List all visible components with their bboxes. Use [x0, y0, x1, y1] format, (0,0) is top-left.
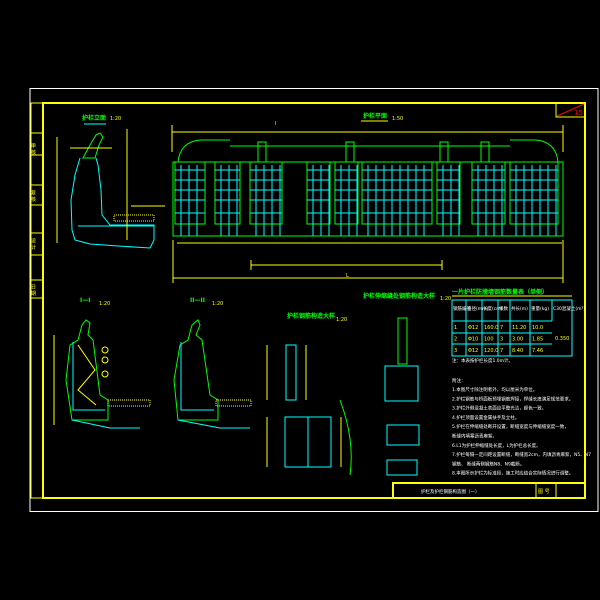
post: [257, 141, 267, 163]
table-cell: Φ10: [468, 337, 478, 343]
note-item: 6.L1为护栏伸缩缝处长度，L为护栏总长度。: [452, 442, 541, 449]
elevation-title: 护栏立面: [82, 114, 106, 122]
elevation-scale: 1:20: [110, 116, 121, 122]
table-header: 直径(mm): [467, 305, 489, 312]
plan-panel: [436, 161, 461, 225]
drawing-title: 护栏及护栏钢筋构造图（一）: [421, 488, 480, 495]
table-cell: 7: [500, 348, 503, 354]
table-cell: Φ12: [468, 348, 478, 354]
table-header: 钢筋编号: [453, 305, 471, 312]
strip-label: 复 核: [30, 189, 36, 203]
table-cell: 2: [454, 337, 457, 343]
note-item: 2.护栏钢筋与桥面板预埋钢筋焊接，焊缝长度满足规范要求。: [452, 395, 573, 402]
table-cell: 1: [454, 325, 457, 331]
post: [480, 141, 490, 163]
table-cell: 3.00: [512, 337, 523, 343]
table-cell: 120.0: [484, 348, 498, 354]
table-header: C30混凝土(m³): [553, 305, 585, 312]
post: [345, 141, 355, 163]
side-strip: 审 核 复 核 设 计 日 期: [30, 102, 44, 499]
plan-view: 护栏平面 1:50 L I: [171, 112, 564, 283]
table-header: 共长(m): [511, 305, 528, 312]
sheet-number: 15: [574, 109, 583, 117]
table-cell: 3: [500, 337, 503, 343]
plan-panel: [249, 161, 283, 225]
note-item: 8.本图所示护栏为标准段，施工时应结合实际情况进行调整。: [452, 470, 573, 477]
note-item: 钢筋、 断缝两侧钢筋N8、N9截断。: [452, 460, 524, 467]
note-item: 1.本图尺寸除注明者外，均以厘米为单位。: [452, 386, 537, 393]
strip-label: 日 期: [30, 284, 36, 297]
rebar-detail-title: 护栏钢筋构造大样: [287, 312, 335, 320]
note-item: 3.护栏外侧混凝土表面应平整光洁，颜色一致。: [452, 405, 546, 412]
table-note: 注：本表按护栏长度1.0m计。: [452, 357, 513, 364]
table-cell: 160.0: [484, 325, 498, 331]
title-block: 护栏及护栏钢筋构造图（一） 图 号: [392, 482, 586, 499]
concrete-volume: 0.350: [555, 336, 569, 342]
table-cell: 10.0: [532, 325, 543, 331]
joint-detail-scale: 1:20: [440, 296, 451, 302]
plan-panel: [306, 161, 331, 225]
table-cell: 7.46: [532, 348, 543, 354]
post: [439, 141, 449, 163]
table-cell: 3: [454, 348, 457, 354]
joint-detail-title: 护栏伸缩缝处钢筋构造大样: [363, 292, 435, 300]
section-1-title: I—I: [80, 297, 90, 304]
section-2-view: II—II 1:20: [173, 297, 252, 429]
plan-panel: [214, 161, 241, 225]
rebar-detail-view: 护栏钢筋构造大样 1:20: [266, 312, 347, 468]
table-header: 根数: [499, 305, 508, 312]
plan-title: 护栏平面: [363, 112, 387, 120]
plan-panel: [361, 161, 433, 225]
note-item: 7.护栏每隔一定间距设置断缝，断缝宽2cm，内填沥青麻絮，N5、N7: [452, 451, 591, 458]
plan-dim-total: L: [346, 273, 349, 279]
section-2-scale: 1:20: [212, 301, 223, 307]
note-item: 5.护栏在伸缩缝处断开设置，断缝宽度与伸缩缝宽度一致，: [452, 423, 569, 430]
drawing-no-label: 图 号: [538, 489, 550, 495]
elevation-view: 护栏立面 1:20: [56, 114, 165, 249]
plan-panel: [509, 161, 559, 225]
outer-border: [29, 88, 599, 512]
table-cell: 8.40: [512, 348, 523, 354]
section-mark: I: [275, 121, 276, 127]
plan-panel: [471, 161, 506, 225]
rebar-table: 一片护栏防撞墙钢筋数量表（单侧） 注：本表按护栏长度1.0m计。 钢筋编号直径(…: [451, 288, 585, 364]
plan-scale: 1:50: [392, 116, 403, 122]
joint-detail-view: 护栏伸缩缝处钢筋构造大样 1:20: [339, 292, 451, 476]
section-1-scale: 1:20: [99, 301, 110, 307]
rebar-detail-scale: 1:20: [336, 317, 347, 323]
table-cell: 100: [484, 337, 494, 343]
plan-panel: [334, 161, 359, 225]
table-header: 重量(kg): [531, 305, 549, 312]
strip-label: 审 核: [30, 142, 36, 156]
plan-panel: [174, 161, 206, 225]
section-1-view: I—I 1:20: [53, 297, 151, 429]
table-cell: 11.20: [512, 325, 526, 331]
table-title: 一片护栏防撞墙钢筋数量表（单侧）: [452, 288, 548, 296]
note-item: 4.护栏顶面设置金属扶手及立柱。: [452, 414, 519, 421]
table-cell: Φ12: [468, 325, 478, 331]
notes: 附注： 1.本图尺寸除注明者外，均以厘米为单位。 2.护栏钢筋与桥面板预埋钢筋焊接…: [452, 377, 591, 477]
table-header: 长度(cm): [483, 305, 503, 312]
table-cell: 7: [500, 325, 503, 331]
sheet-number-box: 15: [555, 103, 585, 118]
note-item: 断缝内填塞沥青麻絮。: [452, 433, 497, 440]
section-2-title: II—II: [190, 297, 205, 304]
table-cell: 1.85: [532, 337, 543, 343]
strip-label: 设 计: [30, 237, 36, 251]
notes-heading: 附注：: [452, 377, 466, 384]
